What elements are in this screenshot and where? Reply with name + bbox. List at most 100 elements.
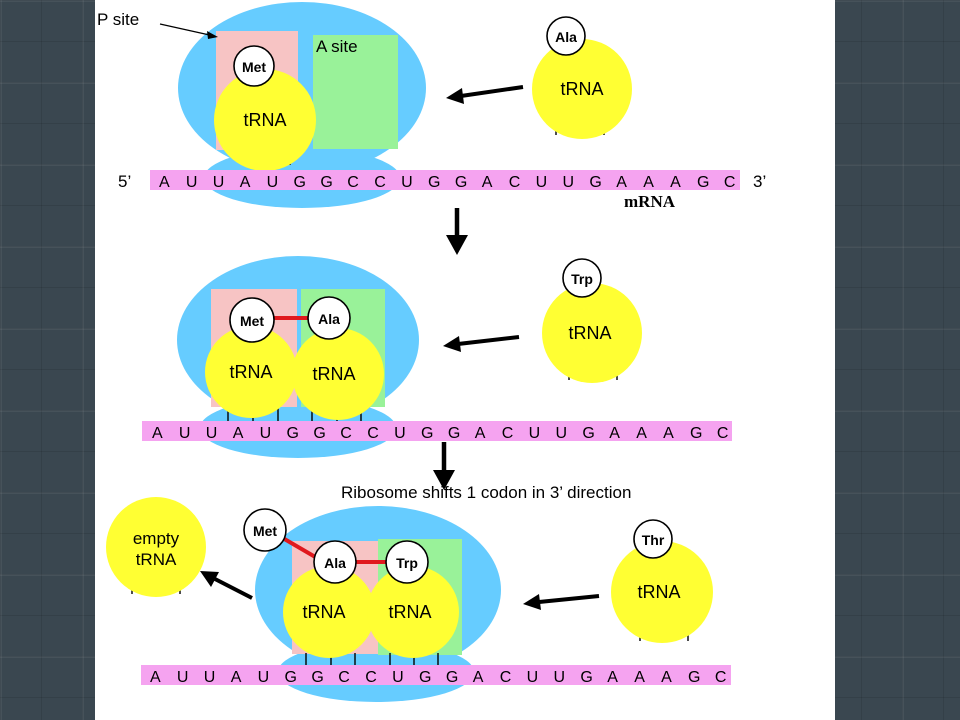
mrna-base: G — [688, 669, 700, 686]
mrna-strand — [150, 170, 740, 190]
amino-acid-met — [233, 45, 275, 87]
empty-trna-body — [106, 497, 206, 597]
trna-label: tRNA — [243, 110, 286, 130]
arrow-icon — [460, 85, 524, 98]
mrna-strand — [141, 665, 731, 685]
mrna-base: C — [367, 425, 379, 442]
mrna-base: U — [394, 425, 406, 442]
mrna-base: A — [663, 425, 674, 442]
arrow-icon — [214, 577, 253, 600]
mrna-base: U — [563, 174, 575, 191]
mrna-base: A — [616, 174, 627, 191]
amino-acid-trp — [385, 540, 429, 584]
mrna-base: A — [661, 669, 672, 686]
amino-acid-thr — [633, 519, 673, 559]
mrna-base: U — [556, 425, 568, 442]
mrna-base: C — [365, 669, 377, 686]
arrow-icon-head — [446, 88, 464, 104]
arrow-icon — [538, 594, 600, 604]
trna-body — [283, 566, 375, 658]
trna-label: tRNA — [637, 582, 680, 602]
mrna-base: G — [455, 174, 467, 191]
mrna-base: G — [448, 425, 460, 442]
mrna-base: G — [446, 669, 458, 686]
mrna-base: G — [294, 174, 306, 191]
arrow-icon-head — [443, 336, 461, 352]
amino-acid-label: Ala — [555, 29, 577, 45]
five-prime-label: 5’ — [118, 172, 131, 191]
mrna-base: U — [536, 174, 548, 191]
mrna-base: A — [159, 174, 170, 191]
mrna-base: U — [179, 425, 191, 442]
trna-body — [292, 328, 384, 420]
mrna-base: C — [724, 174, 736, 191]
mrna-base: G — [690, 425, 702, 442]
arrow-icon-head — [523, 594, 541, 610]
mrna-base: G — [287, 425, 299, 442]
mrna-base: C — [509, 174, 521, 191]
mrna-base: U — [392, 669, 404, 686]
empty-trna-label-line2: tRNA — [136, 550, 177, 569]
amino-acid-met — [243, 508, 287, 552]
empty-trna-label-line1: empty — [133, 529, 180, 548]
mrna-base: A — [670, 174, 681, 191]
mrna-base: A — [231, 669, 242, 686]
mrna-base: A — [643, 174, 654, 191]
amino-acid-trp — [562, 258, 602, 298]
mrna-base: U — [267, 174, 279, 191]
mrna-base: U — [554, 669, 566, 686]
mrna-base: A — [473, 669, 484, 686]
mrna-base: G — [320, 174, 332, 191]
mrna-base: A — [609, 425, 620, 442]
mrna-base: G — [311, 669, 323, 686]
mrna-base: U — [206, 425, 218, 442]
arrow-icon-head — [200, 571, 219, 587]
mrna-base: G — [313, 425, 325, 442]
a-site-label: A site — [316, 37, 358, 56]
mrna-base: U — [527, 669, 539, 686]
mrna-base: C — [717, 425, 729, 442]
mrna-label: mRNA — [624, 192, 676, 211]
shift-caption: Ribosome shifts 1 codon in 3’ direction — [341, 483, 631, 502]
p-site-pointer — [159, 23, 215, 37]
mrna-base: G — [589, 174, 601, 191]
arrow-icon-head — [433, 470, 455, 490]
mrna-base: U — [177, 669, 189, 686]
mrna-base: A — [634, 669, 645, 686]
trna-label: tRNA — [229, 362, 272, 382]
mrna-base: C — [338, 669, 350, 686]
incoming-trna-body — [532, 39, 632, 139]
three-prime-label: 3’ — [753, 172, 766, 191]
mrna-base: G — [582, 425, 594, 442]
p-site-label: P site — [97, 10, 139, 29]
mrna-base: C — [715, 669, 727, 686]
trna-body — [214, 69, 316, 171]
arrow-icon — [457, 335, 520, 346]
mrna-base: C — [500, 669, 512, 686]
trna-body — [367, 566, 459, 658]
amino-acid-ala — [546, 16, 586, 56]
trna-label: tRNA — [302, 602, 345, 622]
trna-label: tRNA — [568, 323, 611, 343]
amino-acid-label: Thr — [642, 532, 665, 548]
amino-acid-ala — [307, 296, 351, 340]
amino-acid-label: Trp — [571, 271, 593, 287]
amino-acid-label: Met — [253, 523, 277, 539]
mrna-base: A — [240, 174, 251, 191]
a-site-region — [313, 35, 398, 149]
mrna-base: A — [150, 669, 161, 686]
mrna-base: U — [401, 174, 413, 191]
mrna-base: A — [152, 425, 163, 442]
mrna-base: G — [428, 174, 440, 191]
mrna-base: U — [186, 174, 198, 191]
mrna-base: U — [204, 669, 216, 686]
mrna-base: G — [697, 174, 709, 191]
mrna-base: C — [374, 174, 386, 191]
mrna-base: C — [347, 174, 359, 191]
mrna-base: U — [213, 174, 225, 191]
mrna-base: A — [475, 425, 486, 442]
